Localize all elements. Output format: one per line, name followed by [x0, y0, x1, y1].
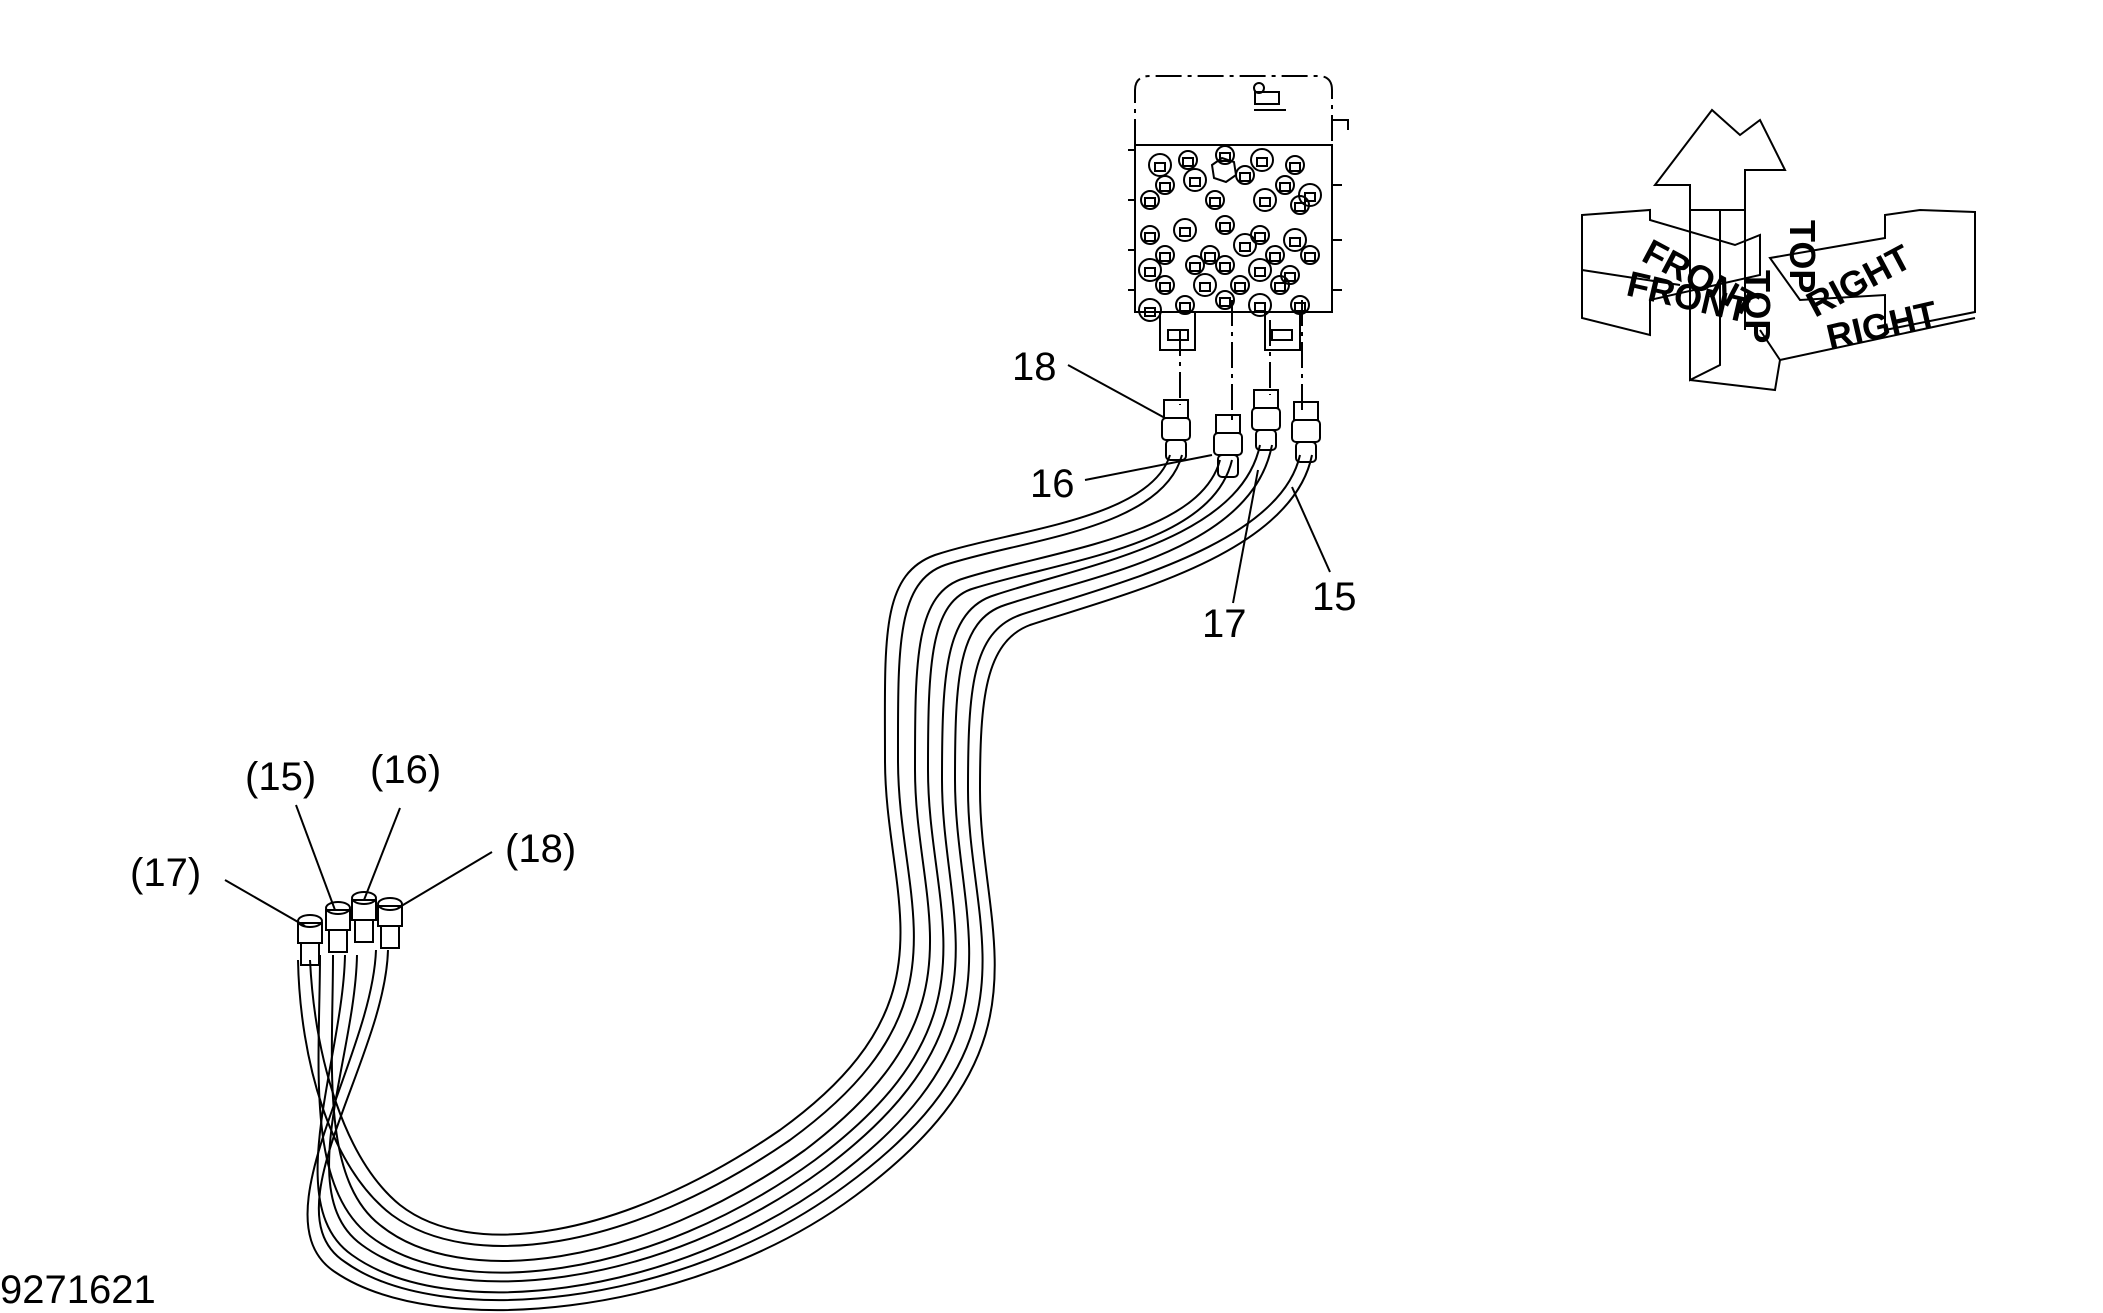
valve-fitting-nut: [1219, 262, 1231, 272]
valve-fitting: [1298, 183, 1322, 207]
valve-fitting-nut: [1189, 262, 1201, 272]
valve-fitting: [1155, 245, 1175, 265]
valve-fitting-nut: [1144, 232, 1156, 242]
valve-fitting-nut: [1239, 172, 1251, 182]
lower-hose-fittings: [297, 891, 403, 966]
valve-fitting-nut: [1219, 152, 1231, 162]
valve-fitting: [1250, 148, 1274, 172]
valve-fitting-nut: [1199, 282, 1211, 292]
valve-fitting-nut: [1256, 157, 1268, 167]
valve-fitting: [1215, 290, 1235, 310]
valve-fitting-nut: [1159, 282, 1171, 292]
port-centerlines: [1179, 300, 1303, 420]
valve-fitting: [1215, 255, 1235, 275]
valve-fitting-nut: [1254, 302, 1266, 312]
valve-fitting-nut: [1289, 162, 1301, 172]
compass-top-label-1: TOP: [1737, 270, 1778, 343]
valve-fitting: [1290, 295, 1310, 315]
valve-fitting: [1193, 273, 1217, 297]
callout-18-paren: (18): [505, 827, 576, 871]
valve-fitting-nut: [1289, 237, 1301, 247]
valve-fitting: [1233, 233, 1257, 257]
valve-fitting-nut: [1182, 157, 1194, 167]
valve-fitting-nut: [1159, 182, 1171, 192]
valve-fitting-nut: [1159, 252, 1171, 262]
valve-fitting-nut: [1239, 242, 1251, 252]
callout-16-paren: (16): [370, 748, 441, 792]
valve-fitting-nut: [1274, 282, 1286, 292]
valve-fitting: [1140, 225, 1160, 245]
callout-16: 16: [1030, 462, 1075, 506]
valve-fitting-nut: [1179, 302, 1191, 312]
valve-fitting: [1205, 190, 1225, 210]
valve-fitting-nut: [1234, 282, 1246, 292]
valve-fitting: [1275, 175, 1295, 195]
valve-fitting: [1148, 153, 1172, 177]
valve-hex-plug: [1210, 156, 1238, 184]
callout-18: 18: [1012, 345, 1057, 389]
orientation-compass: TOP TOP FRONT FRONT RIGHT RIGHT: [1581, 108, 1976, 392]
valve-fitting: [1230, 275, 1250, 295]
valve-fitting-nut: [1189, 177, 1201, 187]
valve-fitting: [1290, 195, 1310, 215]
valve-fitting-nut: [1209, 197, 1221, 207]
callout-17-paren: (17): [130, 851, 201, 895]
valve-fitting-nut: [1219, 297, 1231, 307]
valve-fitting: [1280, 265, 1300, 285]
valve-fitting: [1265, 245, 1285, 265]
valve-fitting: [1283, 228, 1307, 252]
upper-hose-fittings: [1161, 389, 1321, 478]
valve-fitting: [1138, 298, 1162, 322]
compass-top-label-2: TOP: [1782, 220, 1823, 293]
valve-fitting-nut: [1294, 202, 1306, 212]
valve-fitting: [1248, 293, 1272, 317]
valve-fitting: [1183, 168, 1207, 192]
valve-fitting-nut: [1144, 307, 1156, 317]
drawing-number: 9271621: [0, 1268, 156, 1312]
hose-bundle: [297, 444, 1313, 1311]
valve-fitting-nut: [1269, 252, 1281, 262]
valve-fitting: [1248, 258, 1272, 282]
callout-17: 17: [1202, 602, 1247, 646]
valve-fitting-nut: [1254, 232, 1266, 242]
valve-fitting: [1215, 215, 1235, 235]
valve-block: [1128, 75, 1349, 351]
callout-15-paren: (15): [245, 755, 316, 799]
valve-fitting: [1200, 245, 1220, 265]
valve-fitting: [1140, 190, 1160, 210]
leader-lines: [224, 364, 1331, 927]
valve-fitting-nut: [1144, 197, 1156, 207]
valve-fitting-nut: [1294, 302, 1306, 312]
valve-fitting: [1175, 295, 1195, 315]
valve-fitting: [1253, 188, 1277, 212]
valve-fitting: [1155, 175, 1175, 195]
valve-fitting: [1138, 258, 1162, 282]
valve-fitting-nut: [1154, 162, 1166, 172]
valve-fitting: [1178, 150, 1198, 170]
valve-fitting: [1270, 275, 1290, 295]
valve-fitting-nut: [1279, 182, 1291, 192]
valve-fitting-nut: [1179, 227, 1191, 237]
valve-fitting-nut: [1304, 252, 1316, 262]
valve-fitting-nut: [1144, 267, 1156, 277]
valve-fitting-nut: [1259, 197, 1271, 207]
valve-fitting: [1300, 245, 1320, 265]
callout-15: 15: [1312, 575, 1357, 619]
valve-fitting: [1173, 218, 1197, 242]
valve-fitting-nut: [1204, 252, 1216, 262]
valve-fitting-nut: [1219, 222, 1231, 232]
valve-fitting: [1215, 145, 1235, 165]
valve-fitting-nut: [1254, 267, 1266, 277]
valve-fitting: [1185, 255, 1205, 275]
valve-fitting: [1285, 155, 1305, 175]
valve-fitting: [1155, 275, 1175, 295]
